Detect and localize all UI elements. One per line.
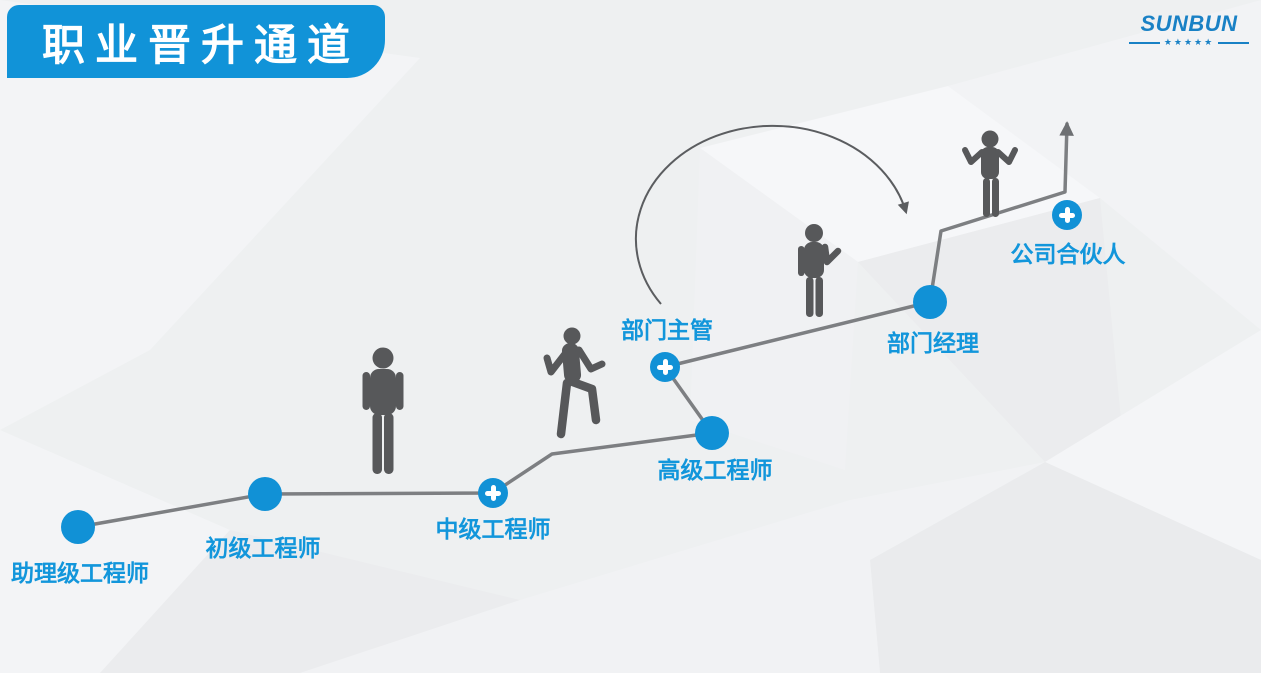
- label-assistant-engineer: 助理级工程师: [11, 560, 149, 586]
- celebrating-person-figure: [962, 130, 1018, 217]
- label-intermediate-engineer: 中级工程师: [435, 516, 551, 542]
- label-department-manager: 部门经理: [887, 330, 979, 356]
- page-title: 职业晋升通道: [42, 21, 360, 70]
- node-department-manager: [913, 285, 947, 319]
- plus-icon: [485, 485, 501, 501]
- presenting-person-figure: [798, 224, 842, 317]
- node-intermediate-engineer: [478, 478, 508, 508]
- logo-star-glyphs: ★★★★★: [1163, 37, 1215, 47]
- node-company-partner: [1052, 200, 1082, 230]
- promotion-arc-arrow: [634, 124, 909, 305]
- logo-star-line-left: [1129, 41, 1160, 44]
- logo-star-line-right: [1218, 41, 1249, 44]
- sunbun-logo: SUNBUN ★★★★★: [1129, 13, 1249, 47]
- label-junior-engineer: 初级工程师: [205, 535, 321, 561]
- node-department-supervisor: [650, 352, 680, 382]
- standing-person-figure: [362, 347, 404, 474]
- label-senior-engineer: 高级工程师: [657, 457, 773, 483]
- plus-icon: [1059, 207, 1075, 223]
- node-assistant-engineer: [61, 510, 95, 544]
- label-department-supervisor: 部门主管: [621, 317, 713, 343]
- title-banner: 职业晋升通道: [7, 5, 385, 78]
- logo-wordmark: SUNBUN: [1140, 11, 1238, 36]
- label-company-partner: 公司合伙人: [1010, 241, 1126, 267]
- node-junior-engineer: [248, 477, 282, 511]
- plus-icon: [657, 359, 673, 375]
- career-path-line: [76, 121, 1074, 529]
- node-senior-engineer: [695, 416, 729, 450]
- climbing-person-figure: [543, 327, 606, 439]
- logo-stars: ★★★★★: [1129, 38, 1249, 47]
